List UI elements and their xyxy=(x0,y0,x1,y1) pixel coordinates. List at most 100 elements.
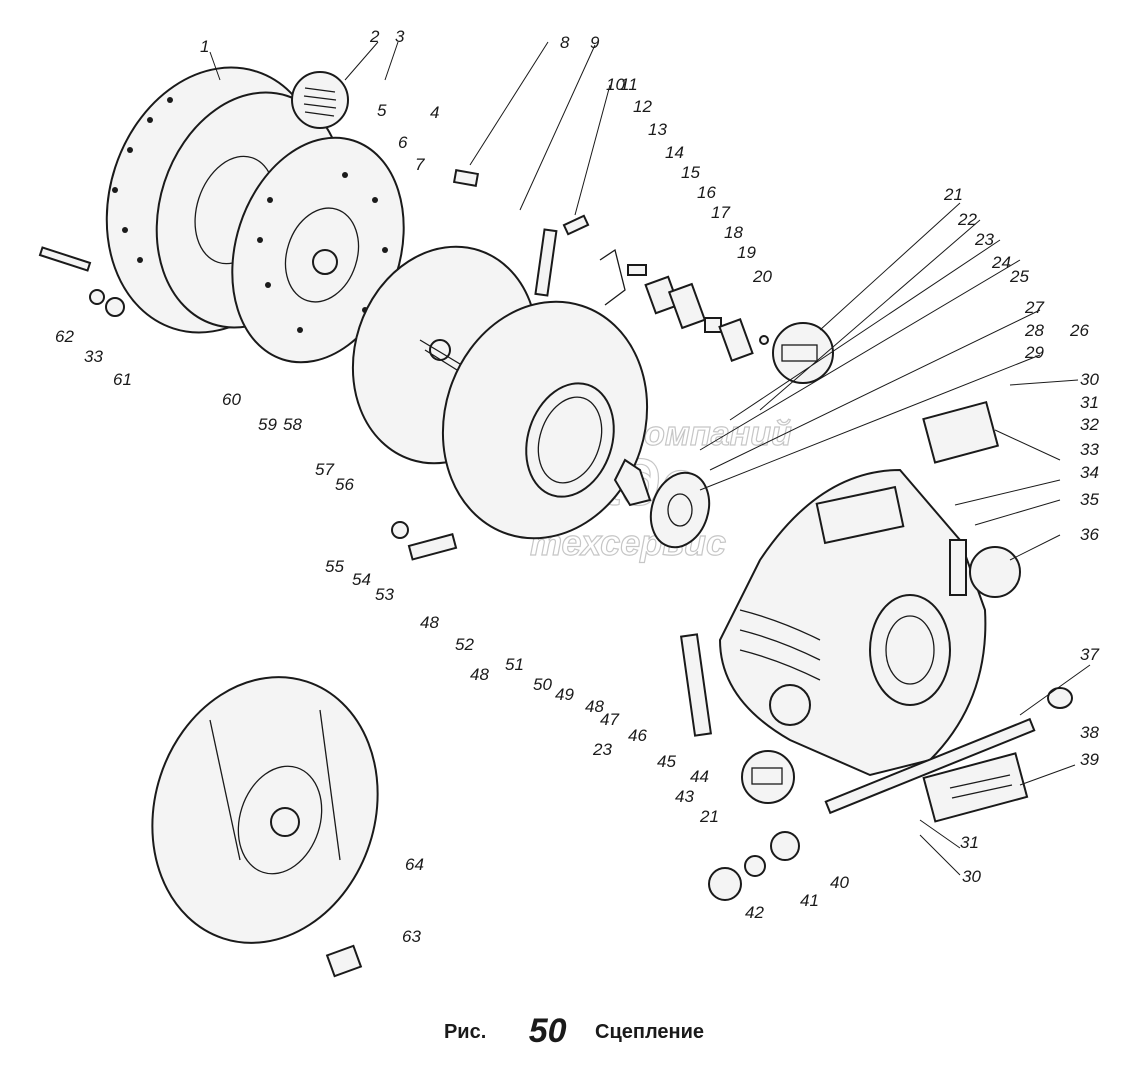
callout-label: 22 xyxy=(957,210,977,229)
callout-label: 44 xyxy=(690,767,709,786)
clutch-housing xyxy=(441,300,649,540)
callout-label: 27 xyxy=(1024,298,1044,317)
callout-label: 23 xyxy=(592,740,612,759)
inspection-cover-32 xyxy=(922,400,1000,464)
callout-label: 21 xyxy=(943,185,963,204)
callout-label: 63 xyxy=(402,927,421,946)
pressure-plate-64 xyxy=(151,676,379,944)
release-lever-parts xyxy=(534,214,626,306)
callout-label: 64 xyxy=(405,855,424,874)
callout-label: 5 xyxy=(377,101,387,120)
callout-label: 30 xyxy=(962,867,981,886)
callout-label: 49 xyxy=(555,685,574,704)
linkage-53-55 xyxy=(391,521,458,561)
bolt-62 xyxy=(38,246,125,317)
callout-label: 38 xyxy=(1080,723,1099,742)
callout-label: 42 xyxy=(745,903,764,922)
callout-label: 33 xyxy=(1080,440,1099,459)
grease-fitting-detail-lower xyxy=(741,750,795,804)
leader-lines xyxy=(209,41,1091,876)
callout-label: 15 xyxy=(681,163,700,182)
callout-label: 41 xyxy=(800,891,819,910)
callout-label: 4 xyxy=(430,103,439,122)
callout-label: 46 xyxy=(628,726,647,745)
callout-label: 57 xyxy=(315,460,334,479)
release-bearing xyxy=(613,458,711,549)
inspection-cover-39 xyxy=(922,752,1029,823)
callout-label: 16 xyxy=(697,183,716,202)
callout-label: 40 xyxy=(830,873,849,892)
figure-title: Сцепление xyxy=(595,1021,705,1043)
callout-label: 53 xyxy=(375,585,394,604)
bracket-35 xyxy=(949,539,967,596)
callout-label: 6 xyxy=(398,133,408,152)
figure-caption: Рис. 50 Сцепление xyxy=(0,1012,1148,1051)
callout-label: 45 xyxy=(657,752,676,771)
callout-label: 24 xyxy=(991,253,1011,272)
callout-label: 51 xyxy=(505,655,524,674)
shaft-37 xyxy=(824,717,1036,815)
callout-label: 39 xyxy=(1080,750,1099,769)
bracket-44 xyxy=(679,633,713,737)
callout-label: 25 xyxy=(1009,267,1029,286)
callout-label: 48 xyxy=(470,665,489,684)
driven-disc xyxy=(231,136,405,364)
callout-label: 54 xyxy=(352,570,371,589)
bell-housing xyxy=(718,468,987,777)
callout-label: 26 xyxy=(1069,321,1089,340)
callout-label: 55 xyxy=(325,557,344,576)
plug-38 xyxy=(1047,687,1073,709)
spring-detail xyxy=(291,71,349,129)
small-fasteners xyxy=(627,264,769,362)
callout-label: 60 xyxy=(222,390,241,409)
callout-label: 34 xyxy=(1080,463,1099,482)
callout-label: 52 xyxy=(455,635,474,654)
callout-label: 17 xyxy=(711,203,730,222)
callout-label: 7 xyxy=(415,155,425,174)
callout-label: 31 xyxy=(1080,393,1099,412)
callout-label: 62 xyxy=(55,327,74,346)
caption-prefix: Рис. xyxy=(443,1021,487,1043)
callout-label: 58 xyxy=(283,415,302,434)
callout-label: 21 xyxy=(699,807,719,826)
bushing-63 xyxy=(325,944,363,978)
callout-label: 11 xyxy=(620,75,638,94)
figure-number: 50 xyxy=(528,1012,567,1050)
callout-label: 37 xyxy=(1080,645,1099,664)
callout-label: 33 xyxy=(84,347,103,366)
key-detail-36 xyxy=(969,546,1021,598)
callout-label: 8 xyxy=(560,33,570,52)
callout-label: 56 xyxy=(335,475,354,494)
callout-label: 29 xyxy=(1024,343,1044,362)
callout-label: 28 xyxy=(1024,321,1044,340)
callout-label: 36 xyxy=(1080,525,1099,544)
callout-label: 30 xyxy=(1080,370,1099,389)
callout-label: 20 xyxy=(752,267,772,286)
callout-label: 48 xyxy=(585,697,604,716)
callout-label: 1 xyxy=(200,37,209,56)
callout-label: 13 xyxy=(648,120,667,139)
callout-label: 3 xyxy=(395,27,405,46)
callout-label: 61 xyxy=(113,370,132,389)
callout-label: 19 xyxy=(737,243,756,262)
callout-label: 50 xyxy=(533,675,552,694)
callout-label: 32 xyxy=(1080,415,1099,434)
callout-label: 12 xyxy=(633,97,652,116)
callout-label: 43 xyxy=(675,787,694,806)
callout-label: 14 xyxy=(665,143,684,162)
callout-label: 2 xyxy=(369,27,380,46)
bolt-8 xyxy=(452,169,480,187)
clutch-exploded-drawing: группа компаний Триаде техсервис xyxy=(38,27,1099,978)
callout-label: 10 xyxy=(606,75,625,94)
grease-fitting-detail xyxy=(772,322,834,384)
callout-label: 35 xyxy=(1080,490,1099,509)
seal-nut-set xyxy=(708,831,800,901)
callout-label: 23 xyxy=(974,230,994,249)
callout-label: 9 xyxy=(590,33,600,52)
callout-label: 31 xyxy=(960,833,979,852)
callout-label: 59 xyxy=(258,415,277,434)
callout-label: 48 xyxy=(420,613,439,632)
callout-label: 18 xyxy=(724,223,743,242)
